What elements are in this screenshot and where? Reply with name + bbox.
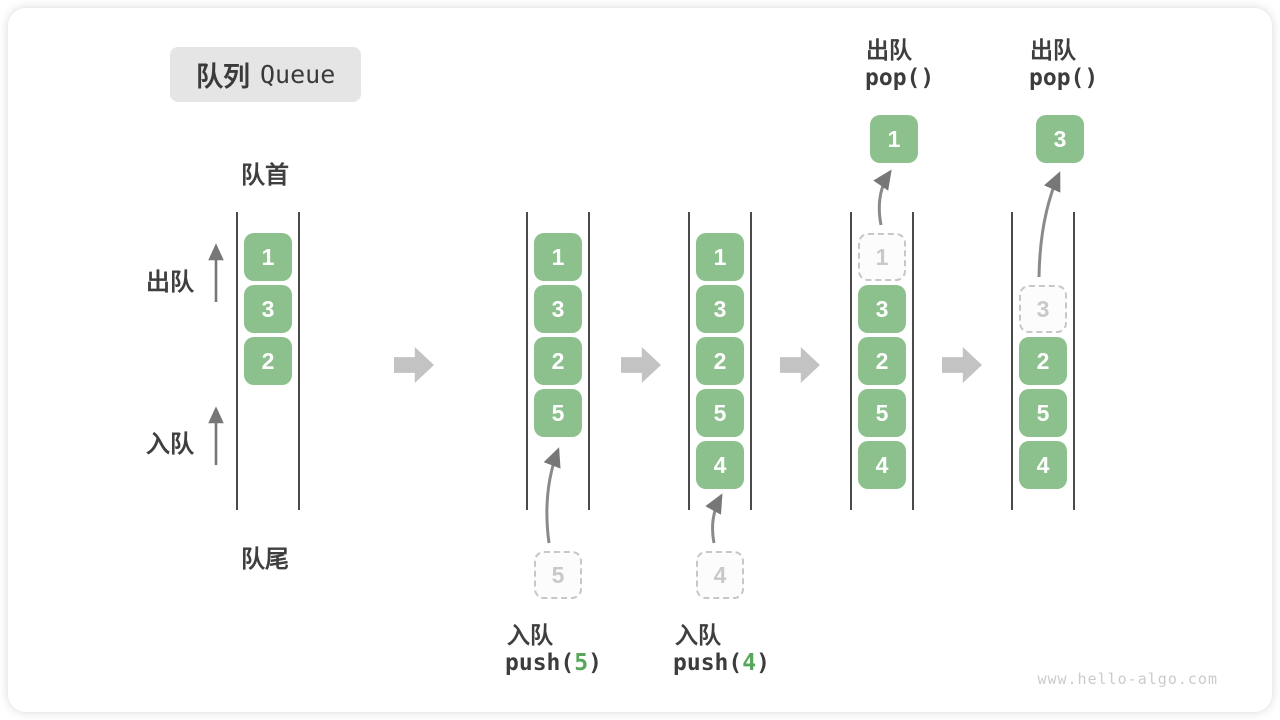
op-pop-code: pop() xyxy=(865,65,935,91)
queue-cell: 1 xyxy=(244,233,292,281)
queue-wall xyxy=(236,212,238,510)
queue-cell: 5 xyxy=(1019,389,1067,437)
removed-element: 1 xyxy=(858,233,906,281)
label-queue-rear: 队尾 xyxy=(241,546,289,573)
queue-cell: 4 xyxy=(858,441,906,489)
queue-wall xyxy=(688,212,690,510)
code-close: ) xyxy=(588,650,602,676)
queue-cell: 2 xyxy=(696,337,744,385)
popped-element: 1 xyxy=(870,115,918,163)
queue-cell: 5 xyxy=(696,389,744,437)
queue-cell: 3 xyxy=(534,285,582,333)
queue-cell: 3 xyxy=(858,285,906,333)
queue-wall xyxy=(526,212,528,510)
op-push4-code: push(4) xyxy=(673,650,770,676)
title-en: Queue xyxy=(260,60,336,89)
queue-cell: 3 xyxy=(696,285,744,333)
incoming-element: 5 xyxy=(534,551,582,599)
watermark: www.hello-algo.com xyxy=(1037,670,1218,688)
queue-wall xyxy=(750,212,752,510)
label-dequeue: 出队 xyxy=(146,269,194,296)
code-arg: 4 xyxy=(742,650,757,676)
queue-wall xyxy=(298,212,300,510)
op-pop-code: pop() xyxy=(1029,65,1099,91)
title-box: 队列 Queue xyxy=(170,47,362,102)
code-fn: push( xyxy=(673,650,743,676)
queue-cell: 2 xyxy=(858,337,906,385)
code-fn: push( xyxy=(505,650,575,676)
op-enqueue-label: 入队 xyxy=(675,622,721,648)
queue-cell: 2 xyxy=(1019,337,1067,385)
queue-wall xyxy=(850,212,852,510)
queue-cell: 3 xyxy=(244,285,292,333)
queue-cell: 4 xyxy=(1019,441,1067,489)
code-arg: 5 xyxy=(574,650,589,676)
queue-wall xyxy=(912,212,914,510)
label-enqueue: 入队 xyxy=(146,431,194,458)
queue-cell: 1 xyxy=(534,233,582,281)
queue-cell: 2 xyxy=(244,337,292,385)
op-dequeue-label: 出队 xyxy=(866,37,912,63)
popped-element: 3 xyxy=(1036,115,1084,163)
queue-cell: 2 xyxy=(534,337,582,385)
op-dequeue-label: 出队 xyxy=(1030,37,1076,63)
queue-cell: 5 xyxy=(534,389,582,437)
label-queue-front: 队首 xyxy=(241,162,289,189)
queue-cell: 4 xyxy=(696,441,744,489)
queue-wall xyxy=(588,212,590,510)
queue-wall xyxy=(1011,212,1013,510)
queue-cell: 1 xyxy=(696,233,744,281)
removed-element: 3 xyxy=(1019,285,1067,333)
incoming-element: 4 xyxy=(696,551,744,599)
title-zh: 队列 xyxy=(196,62,250,92)
queue-cell: 5 xyxy=(858,389,906,437)
code-close: ) xyxy=(756,650,770,676)
op-push5-code: push(5) xyxy=(505,650,602,676)
queue-wall xyxy=(1073,212,1075,510)
op-enqueue-label: 入队 xyxy=(507,622,553,648)
